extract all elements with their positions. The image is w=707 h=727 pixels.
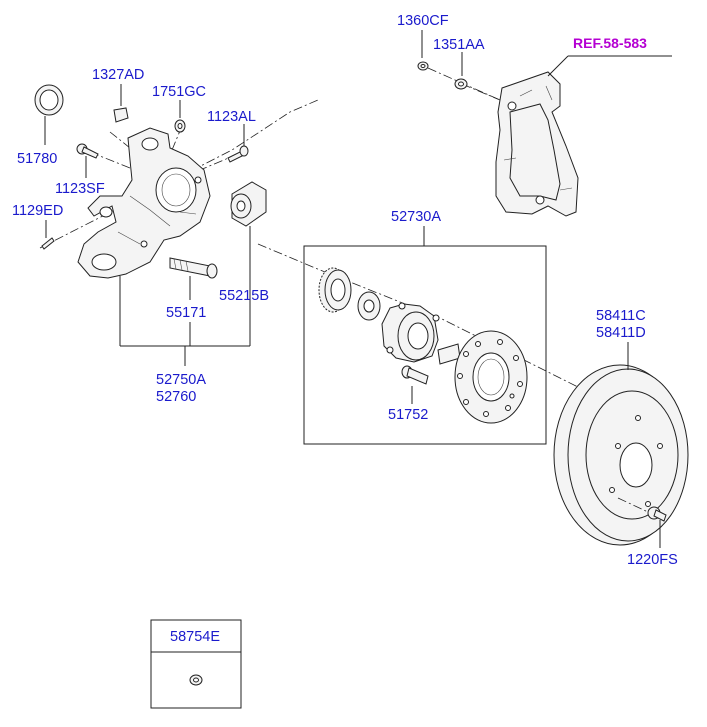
screw-centerline (617, 497, 649, 513)
screw-1129ed-icon (41, 237, 55, 250)
stud-55171-icon (169, 257, 218, 279)
label-55171[interactable]: 55171 (166, 305, 206, 321)
label-55215b[interactable]: 55215B (219, 288, 269, 304)
ref-leader (547, 55, 569, 77)
hub-bolt-51752-icon (401, 365, 429, 385)
label-1351aa[interactable]: 1351AA (433, 37, 485, 53)
label-52750a[interactable]: 52750A (156, 372, 206, 388)
bolt-1360cf-icon (417, 61, 429, 71)
bearing-hub-icon (381, 302, 440, 363)
screw-1220fs-icon (647, 506, 667, 522)
nut-1351aa-icon (454, 78, 468, 90)
label-1123al[interactable]: 1123AL (207, 109, 256, 125)
hub-seal-icon (357, 291, 381, 321)
knuckle-52750a[interactable] (77, 127, 211, 279)
label-1327ad[interactable]: 1327AD (92, 67, 144, 83)
label-58754e[interactable]: 58754E (170, 629, 220, 645)
ref-label[interactable]: REF.58-583 (573, 35, 647, 51)
bushing-55215b-icon (230, 181, 267, 227)
bolt-1123al-icon (227, 145, 249, 163)
part-box-58754e (150, 619, 242, 709)
hub-assembly-box (303, 245, 547, 445)
bolt-1123sf-icon (76, 143, 99, 159)
label-51752[interactable]: 51752 (388, 407, 428, 423)
tone-wheel-icon (318, 267, 352, 313)
caliper-bracket[interactable] (495, 71, 579, 217)
brake-disc-58411c[interactable] (553, 364, 689, 546)
nut-1327ad-icon (113, 107, 129, 123)
label-51780[interactable]: 51780 (17, 151, 57, 167)
label-52760[interactable]: 52760 (156, 389, 196, 405)
label-52730a[interactable]: 52730A (391, 209, 441, 225)
label-1751gc[interactable]: 1751GC (152, 84, 206, 100)
label-58411d[interactable]: 58411D (596, 325, 646, 341)
cap-58754e-icon (189, 674, 203, 686)
label-1129ed[interactable]: 1129ED (12, 203, 63, 219)
washer-1751gc-icon (174, 119, 186, 133)
label-58411c[interactable]: 58411C (596, 308, 646, 324)
label-1360cf[interactable]: 1360CF (397, 13, 449, 29)
hub-flange-icon (437, 330, 528, 424)
seal-ring-51780-icon (34, 84, 64, 116)
label-1123sf[interactable]: 1123SF (55, 181, 105, 197)
label-1220fs[interactable]: 1220FS (627, 552, 678, 568)
group-bracket-52750a (119, 276, 250, 366)
